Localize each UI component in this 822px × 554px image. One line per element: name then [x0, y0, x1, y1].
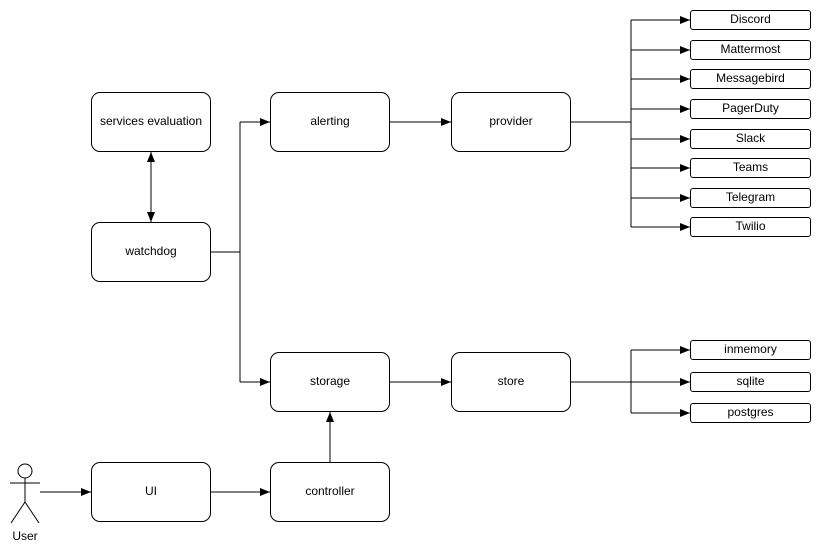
node-provider-telegram: Telegram	[690, 188, 811, 208]
node-label: Mattermost	[720, 42, 781, 57]
node-store-inmemory: inmemory	[690, 340, 811, 360]
node-provider-twilio: Twilio	[690, 217, 811, 237]
node-provider-pagerduty: PagerDuty	[690, 99, 811, 119]
node-label: Messagebird	[716, 71, 785, 86]
node-label: provider	[489, 114, 533, 129]
node-label: Telegram	[725, 190, 776, 205]
node-label: sqlite	[736, 374, 765, 389]
node-label: store	[497, 374, 525, 389]
node-alerting: alerting	[270, 92, 390, 152]
node-provider-slack: Slack	[690, 129, 811, 149]
node-store-sqlite: sqlite	[690, 372, 811, 392]
node-watchdog: watchdog	[91, 222, 211, 282]
node-provider-messagebird: Messagebird	[690, 69, 811, 89]
node-label: alerting	[310, 114, 350, 129]
node-label: Slack	[735, 131, 766, 146]
node-label: UI	[145, 484, 157, 499]
node-label: Teams	[732, 160, 769, 175]
node-provider-mattermost: Mattermost	[690, 40, 811, 60]
node-label: controller	[305, 484, 355, 499]
node-label: Twilio	[735, 219, 766, 234]
node-label: watchdog	[125, 244, 177, 259]
node-provider: provider	[451, 92, 571, 152]
node-store: store	[451, 352, 571, 412]
node-label: PagerDuty	[722, 101, 779, 116]
node-controller: controller	[270, 462, 390, 522]
user-actor-icon	[10, 463, 40, 524]
node-storage: storage	[270, 352, 390, 412]
node-label: Discord	[730, 12, 771, 27]
node-label: postgres	[727, 405, 774, 420]
node-label: storage	[309, 374, 351, 389]
node-ui: UI	[91, 462, 211, 522]
node-services-evaluation: services evaluation	[91, 92, 211, 152]
node-label: services evaluation	[99, 114, 203, 129]
node-store-postgres: postgres	[690, 403, 811, 423]
node-provider-discord: Discord	[690, 10, 811, 30]
user-actor-label: User	[12, 529, 38, 543]
node-label: inmemory	[724, 342, 777, 357]
node-provider-teams: Teams	[690, 158, 811, 178]
